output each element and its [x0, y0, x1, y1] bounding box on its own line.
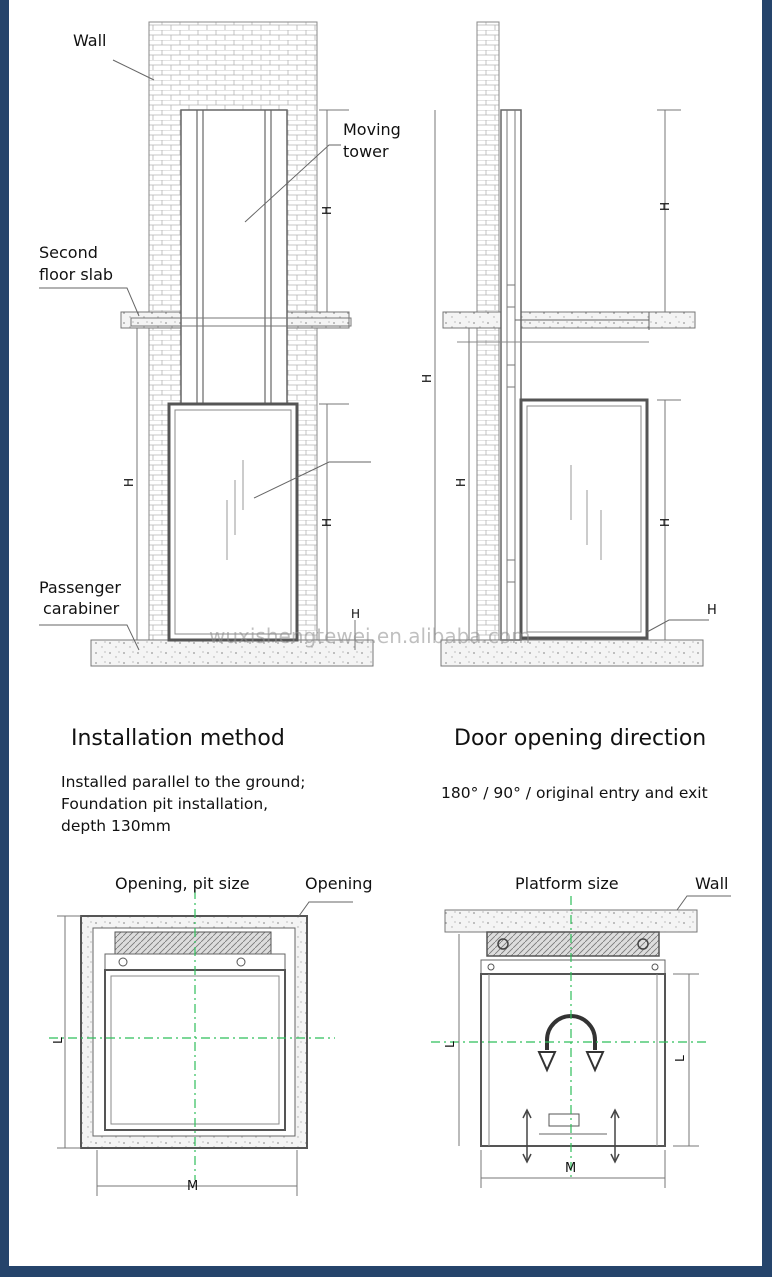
watermark-text: wuxishengtewei.en.alibaba.com — [209, 624, 531, 648]
dim-h-tower-right: H — [658, 201, 673, 212]
dim-m-right: M — [565, 1161, 577, 1176]
tower-frame-left — [180, 109, 288, 411]
dim-l-left: L — [50, 1037, 65, 1044]
dim-h-car-left: H — [320, 517, 335, 528]
dim-m-left: M — [187, 1179, 199, 1194]
dim-h-total-right: H — [420, 373, 435, 384]
dim-l-right-inner: L — [672, 1055, 687, 1062]
door-desc: 180° / 90° / original entry and exit — [441, 784, 708, 802]
right-elevation — [434, 21, 709, 667]
install-line-2: Foundation pit installation, — [61, 795, 269, 813]
plan-right — [431, 895, 731, 1188]
hatched-slab-right — [486, 931, 660, 957]
brick-wall-right — [476, 21, 500, 643]
dim-h-pit-left: H — [351, 607, 361, 621]
label-second-floor-2: floor slab — [39, 265, 114, 284]
door-title: Door opening direction — [454, 726, 707, 751]
dim-l-right-outer: L — [442, 1041, 457, 1048]
dim-h-car-right: H — [658, 517, 673, 528]
left-elevation — [39, 21, 374, 667]
label-platform-size: Platform size — [515, 874, 619, 893]
install-line-1: Installed parallel to the ground; — [61, 773, 306, 791]
install-line-3: depth 130mm — [61, 817, 171, 835]
label-moving-tower-1: Moving — [343, 120, 401, 139]
label-passenger-1: Passenger — [39, 578, 121, 597]
dim-h-tower-left: H — [320, 205, 335, 216]
install-title: Installation method — [71, 726, 285, 751]
dim-h-pit-right: H — [707, 603, 717, 618]
hatched-slab-left — [114, 931, 272, 955]
dim-h-mid-right: H — [454, 477, 469, 488]
label-wall-top: Wall — [73, 31, 107, 50]
dim-h-total-left: H — [122, 477, 137, 488]
label-second-floor-1: Second — [39, 243, 98, 262]
technical-drawing — [39, 21, 731, 1196]
label-passenger-2: carabiner — [43, 599, 120, 618]
plan-left — [49, 890, 353, 1196]
ground-slab-right — [440, 639, 704, 667]
label-moving-tower-2: tower — [343, 142, 389, 161]
label-opening-pit: Opening, pit size — [115, 874, 250, 893]
diagram-panel: H H H H H H H H H L M L L M Wall Moving … — [9, 0, 762, 1266]
label-wall-bottom: Wall — [695, 874, 729, 893]
label-opening: Opening — [305, 874, 373, 893]
